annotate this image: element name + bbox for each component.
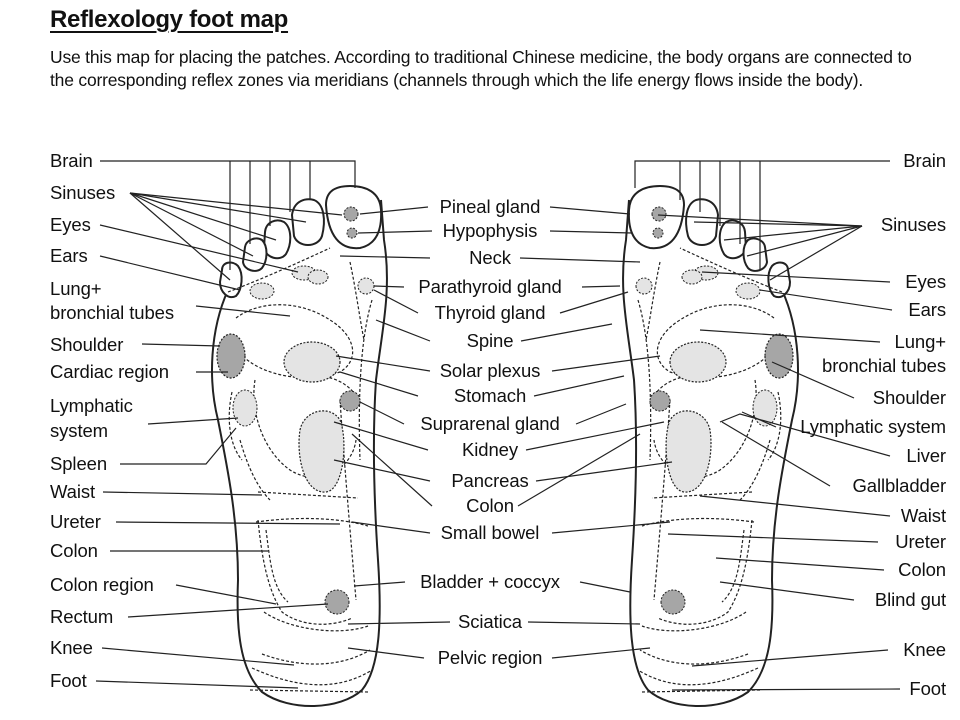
label-ears-left: Ears xyxy=(50,245,88,266)
label-bronchial-left: bronchial tubes xyxy=(50,302,174,323)
label-small-bowel: Small bowel xyxy=(440,522,540,543)
right-foot xyxy=(622,185,799,708)
label-eyes-right: Eyes xyxy=(905,271,946,292)
label-solar-plexus: Solar plexus xyxy=(439,360,541,381)
label-blind-gut: Blind gut xyxy=(874,589,946,610)
label-spine: Spine xyxy=(466,330,514,351)
label-ureter-left: Ureter xyxy=(50,511,101,532)
left-foot xyxy=(211,185,388,708)
label-sciatica: Sciatica xyxy=(458,611,522,632)
label-colon-region: Colon region xyxy=(50,574,154,595)
label-knee-left: Knee xyxy=(50,637,93,658)
label-bladder-coccyx: Bladder + coccyx xyxy=(420,571,560,592)
label-neck: Neck xyxy=(469,247,511,268)
label-thyroid-gland: Thyroid gland xyxy=(434,302,546,323)
label-lung-left: Lung+ xyxy=(50,278,102,299)
label-rectum: Rectum xyxy=(50,606,114,627)
label-pelvic-region: Pelvic region xyxy=(437,647,543,668)
label-waist-right: Waist xyxy=(900,505,946,526)
label-bronchial-right: bronchial tubes xyxy=(822,355,946,376)
label-shoulder-right: Shoulder xyxy=(872,387,946,408)
label-lymphatic-left: Lymphatic xyxy=(50,395,133,416)
label-liver: Liver xyxy=(906,445,946,466)
label-colon-right: Colon xyxy=(898,559,946,580)
label-cardiac-region: Cardiac region xyxy=(50,361,169,382)
label-pineal-gland: Pineal gland xyxy=(439,196,541,217)
label-sinuses-left: Sinuses xyxy=(50,182,116,203)
label-brain-right: Brain xyxy=(903,150,946,171)
label-suprarenal-gland: Suprarenal gland xyxy=(420,413,560,434)
label-colon-left: Colon xyxy=(50,540,98,561)
label-gallbladder: Gallbladder xyxy=(852,475,946,496)
label-foot-left: Foot xyxy=(50,670,87,691)
label-ears-right: Ears xyxy=(908,299,946,320)
label-parathyroid-gland: Parathyroid gland xyxy=(418,276,562,297)
label-colon-center: Colon xyxy=(466,495,514,516)
label-brain-left: Brain xyxy=(50,150,93,171)
label-stomach: Stomach xyxy=(453,385,527,406)
label-ureter-right: Ureter xyxy=(895,531,946,552)
label-kidney: Kidney xyxy=(462,439,518,460)
label-pancreas: Pancreas xyxy=(451,470,529,491)
intro-text: Use this map for placing the patches. Ac… xyxy=(50,47,912,90)
label-hypophysis: Hypophysis xyxy=(442,220,538,241)
label-knee-right: Knee xyxy=(903,639,946,660)
page-title: Reflexology foot map xyxy=(50,6,289,33)
label-spleen: Spleen xyxy=(50,453,108,474)
label-waist-left: Waist xyxy=(50,481,96,502)
label-foot-right: Foot xyxy=(909,678,946,699)
label-eyes-left: Eyes xyxy=(50,214,91,235)
label-lymphatic-system-right: Lymphatic system xyxy=(800,416,946,437)
label-system-left: system xyxy=(50,420,108,441)
label-lung-right: Lung+ xyxy=(894,331,947,352)
label-sinuses-right: Sinuses xyxy=(880,214,946,235)
label-shoulder-left: Shoulder xyxy=(50,334,124,355)
